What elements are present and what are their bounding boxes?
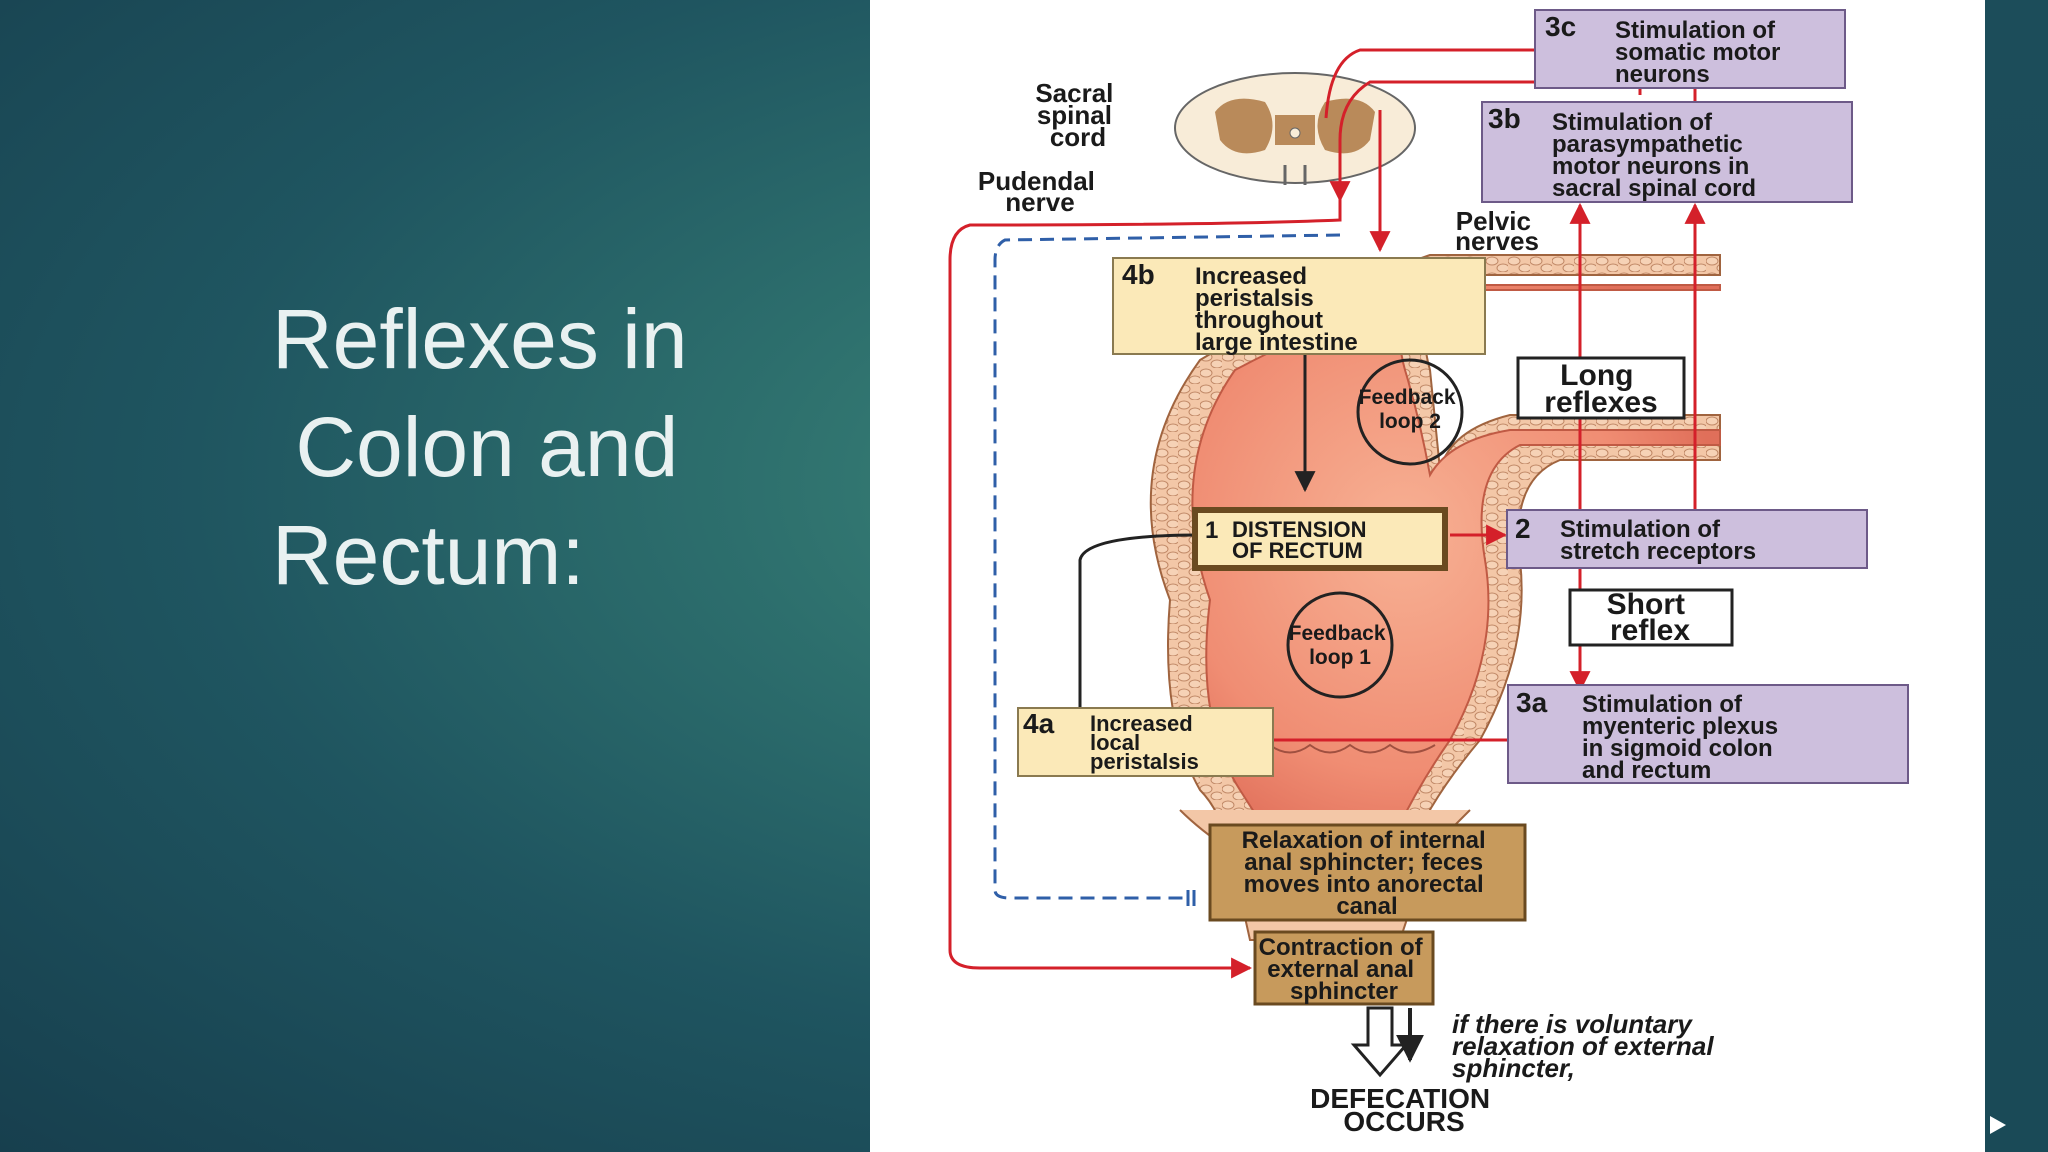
- box-1-distension: 1 DISTENSION OF RECTUM: [1192, 507, 1448, 571]
- svg-text:Stimulation of parasympa: Stimulation of parasympathetic motor neu…: [1552, 109, 1756, 202]
- svg-text:4a: 4a: [1023, 708, 1055, 739]
- slide-title: Reflexes in Colon and Rectum:: [272, 285, 832, 609]
- pelvic-nerves-label: Pelvic nerves: [1455, 206, 1539, 256]
- short-reflex-box: Short reflex: [1568, 588, 1734, 647]
- diagram-svg: Feedback loop 2 Feedback loop 1 Sacral s…: [948, 9, 1909, 1137]
- svg-text:Stimulation of myenteric: Stimulation of myenteric plexus in sigmo…: [1582, 691, 1785, 784]
- box-3b-parasympathetic: 3b Stimulation of parasympathetic motor …: [1481, 101, 1853, 203]
- voluntary-relaxation-note: if there is voluntary relaxation of exte…: [1452, 1009, 1721, 1083]
- pudendal-nerve-label: Pudendal nerve: [978, 166, 1102, 217]
- box-internal-sphincter: Relaxation of internal anal sphincter; f…: [1208, 823, 1527, 922]
- sacral-cord-label: Sacral spinal cord: [1035, 78, 1120, 152]
- defecation-occurs-label: DEFECATION OCCURS: [1310, 1083, 1498, 1137]
- svg-text:3c: 3c: [1545, 11, 1576, 42]
- svg-text:Stimulation of somatic m: Stimulation of somatic motor neurons: [1615, 17, 1787, 88]
- svg-text:Feedback loop 1: Feedback loop 1: [1289, 622, 1392, 669]
- feedback2-line-2: loop 2: [1379, 410, 1441, 433]
- feedback2-line-1: Feedback: [1359, 386, 1456, 409]
- svg-text:Stimulation of stretch r: Stimulation of stretch receptors: [1560, 516, 1756, 565]
- svg-text:Relaxation of internal a: Relaxation of internal anal sphincter; f…: [1242, 827, 1493, 920]
- play-icon: [1990, 1116, 2006, 1134]
- right-edge-band: [1985, 0, 2048, 1152]
- svg-text:Contraction of external: Contraction of external anal sphincter: [1259, 934, 1430, 1005]
- feedback1-line-2: loop 1: [1309, 646, 1371, 669]
- svg-text:Increased peristalsis: Increased peristalsis throughout large i…: [1195, 263, 1358, 356]
- box-4b-peristalsis: 4b Increased peristalsis throughout larg…: [1112, 257, 1486, 356]
- black-arrows: [1078, 350, 1316, 710]
- svg-text:2: 2: [1515, 513, 1531, 544]
- box-4a-local-peristalsis: 4a Increased local peristalsis: [1017, 707, 1274, 777]
- box-3a-myenteric-plexus: 3a Stimulation of myenteric plexus in si…: [1507, 684, 1909, 784]
- feedback-loop-1: Feedback loop 1: [1286, 591, 1394, 699]
- box-3c-somatic-motor: 3c Stimulation of somatic motor neurons: [1534, 9, 1846, 89]
- svg-text:3b: 3b: [1488, 103, 1521, 134]
- feedback-loop-2: Feedback loop 2: [1356, 358, 1464, 466]
- svg-text:Short reflex: Short reflex: [1607, 588, 1694, 647]
- dashed-voluntary-pathway: [993, 233, 1341, 900]
- title-line-2: Colon and: [272, 400, 679, 494]
- svg-text:Feedback loop 2: Feedback loop 2: [1359, 386, 1462, 433]
- title-line-3: Rectum:: [272, 508, 585, 602]
- feedback1-line-1: Feedback: [1289, 622, 1386, 645]
- svg-text:3a: 3a: [1516, 687, 1548, 718]
- synapse-icon: [1186, 890, 1196, 906]
- svg-text:Increased local pe: Increased local peristalsis: [1090, 711, 1199, 774]
- defecation-reflex-diagram: Feedback loop 2 Feedback loop 1 Sacral s…: [870, 0, 1985, 1152]
- svg-text:Long reflexes: Long reflexes: [1544, 359, 1657, 419]
- box-external-sphincter: Contraction of external anal sphincter: [1253, 930, 1435, 1006]
- svg-text:4b: 4b: [1122, 259, 1155, 290]
- svg-text:DISTENSION OF RECTUM: DISTENSION OF RECTUM: [1232, 517, 1373, 563]
- svg-text:1: 1: [1205, 517, 1218, 544]
- defecation-arrow: [1350, 1006, 1424, 1078]
- spinal-cord-cross-section: [1174, 72, 1416, 185]
- title-line-1: Reflexes in: [272, 292, 688, 386]
- long-reflexes-box: Long reflexes: [1516, 356, 1686, 420]
- box-2-stretch-receptors: 2 Stimulation of stretch receptors: [1506, 509, 1868, 569]
